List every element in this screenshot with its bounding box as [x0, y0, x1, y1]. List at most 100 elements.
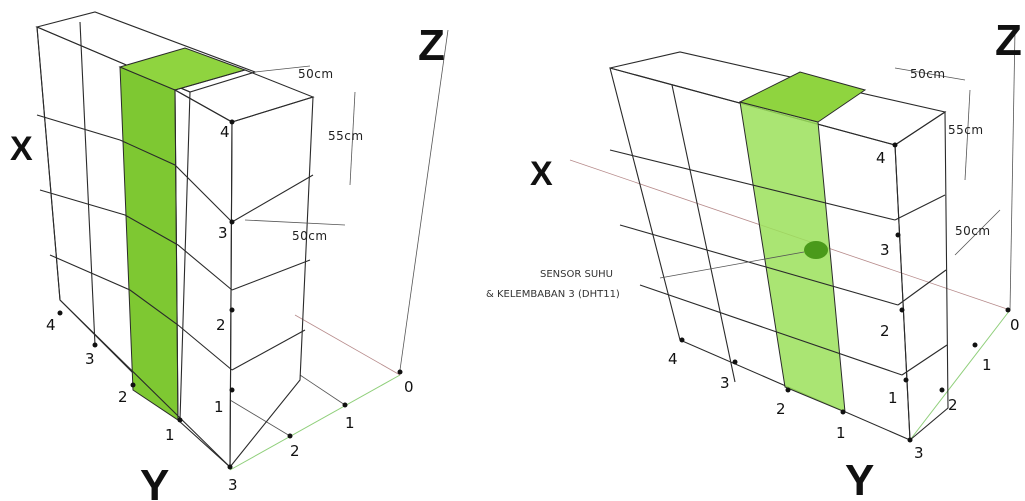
right-level-1: 1 — [888, 389, 898, 407]
right-sensor-label-1: SENSOR SUHU — [540, 269, 613, 280]
left-x-dot — [57, 310, 63, 316]
right-y-2: 2 — [948, 396, 958, 414]
left-y-dot — [227, 464, 233, 470]
left-x-4: 4 — [46, 316, 56, 334]
right-level-dot — [903, 377, 909, 383]
right-level-2: 2 — [880, 322, 890, 340]
right-x-1: 1 — [836, 424, 846, 442]
right-level-4: 4 — [876, 149, 886, 167]
right-x-dot — [679, 337, 685, 343]
right-dim-depth-line — [954, 209, 1001, 256]
right-level-line — [901, 344, 948, 376]
left-x-axis-label: X — [10, 130, 33, 168]
left-level-dot — [229, 387, 235, 393]
right-dim-depth: 50cm — [955, 224, 991, 238]
right-dim-height-line — [964, 89, 971, 181]
left-y-1: 1 — [345, 414, 355, 432]
left-y-axis-label: Y — [140, 461, 169, 501]
right-level-line — [619, 224, 899, 306]
left-vertical-line — [79, 21, 96, 346]
left-level-dot — [229, 219, 235, 225]
right-level-line — [897, 269, 947, 306]
left-level-dot — [229, 307, 235, 313]
right-y-axis-label: Y — [845, 456, 874, 501]
left-grid-line — [299, 374, 346, 406]
left-level-line — [39, 189, 233, 291]
right-level-dot — [899, 307, 905, 313]
right-z-axis-label: Z — [995, 16, 1022, 65]
left-x-axis-line — [294, 314, 401, 376]
right-y-axis — [909, 309, 1011, 441]
left-dim-depth-line — [244, 219, 346, 226]
right-y-dot — [972, 342, 978, 348]
right-dim-height: 55cm — [948, 123, 984, 137]
left-x-dot — [92, 342, 98, 348]
left-dim-height-line — [349, 91, 356, 186]
right-level-3: 3 — [880, 241, 890, 259]
right-y-1: 1 — [982, 356, 992, 374]
right-y-dot — [939, 387, 945, 393]
right-origin-dot — [1005, 307, 1011, 313]
right-dim-top-line — [894, 67, 966, 81]
right-side-face — [894, 110, 949, 442]
right-y-dot — [907, 437, 913, 443]
right-level-line — [609, 149, 896, 221]
right-sensor-label-2: & KELEMBABAN 3 (DHT11) — [486, 289, 620, 300]
left-y-2: 2 — [290, 442, 300, 460]
right-x-2: 2 — [776, 400, 786, 418]
right-dim-top: 50cm — [910, 67, 946, 81]
left-x-dot — [177, 417, 183, 423]
left-diagram: Z 50cm 55cm 50cm — [10, 11, 449, 501]
left-level-line — [36, 114, 233, 223]
right-x-dot — [732, 359, 738, 365]
right-y-3: 3 — [914, 444, 924, 462]
right-green-top — [738, 71, 867, 123]
left-x-1: 1 — [165, 426, 175, 444]
right-sensor-icon — [804, 241, 828, 259]
left-z-axis-label: Z — [418, 21, 445, 70]
left-front-face — [229, 96, 314, 469]
left-z-axis — [399, 29, 449, 371]
left-level-3: 3 — [218, 224, 228, 242]
left-level-4: 4 — [220, 123, 230, 141]
right-origin: 0 — [1010, 316, 1020, 334]
left-level-2: 2 — [216, 316, 226, 334]
left-dim-depth: 50cm — [292, 229, 328, 243]
left-y-3: 3 — [228, 476, 238, 494]
left-y-axis — [229, 374, 401, 471]
left-y-dot — [287, 433, 293, 439]
left-grid-line — [229, 399, 291, 437]
left-x-3: 3 — [85, 350, 95, 368]
right-x-axis-label: X — [530, 155, 553, 193]
left-dim-height: 55cm — [328, 129, 364, 143]
left-level-line — [49, 254, 233, 371]
left-level-line — [231, 174, 314, 223]
right-x-4: 4 — [668, 350, 678, 368]
left-origin: 0 — [404, 378, 414, 396]
left-x-dot — [130, 382, 136, 388]
left-level-line — [231, 259, 311, 291]
right-diagram: Z SENSOR SUHU & KELEMBABAN 3 (DHT11) 50c… — [486, 16, 1022, 501]
right-x-3: 3 — [720, 374, 730, 392]
right-level-dot — [895, 232, 901, 238]
left-vertical-line — [36, 26, 61, 301]
left-origin-dot — [397, 369, 403, 375]
right-x-dot — [840, 409, 846, 415]
left-level-line — [231, 329, 306, 371]
left-dim-top: 50cm — [298, 67, 334, 81]
right-green-column — [739, 101, 846, 413]
left-base-line — [59, 299, 231, 468]
left-level-1: 1 — [214, 398, 224, 416]
left-y-dot — [342, 402, 348, 408]
right-z-axis — [1009, 29, 1016, 311]
left-x-2: 2 — [118, 388, 128, 406]
right-level-line — [639, 284, 903, 376]
left-level-dot — [229, 119, 235, 125]
right-level-dot — [892, 142, 898, 148]
left-dim-top-line — [254, 65, 311, 73]
right-x-dot — [785, 387, 791, 393]
right-vertical-line — [671, 84, 736, 383]
right-level-line — [894, 194, 946, 221]
